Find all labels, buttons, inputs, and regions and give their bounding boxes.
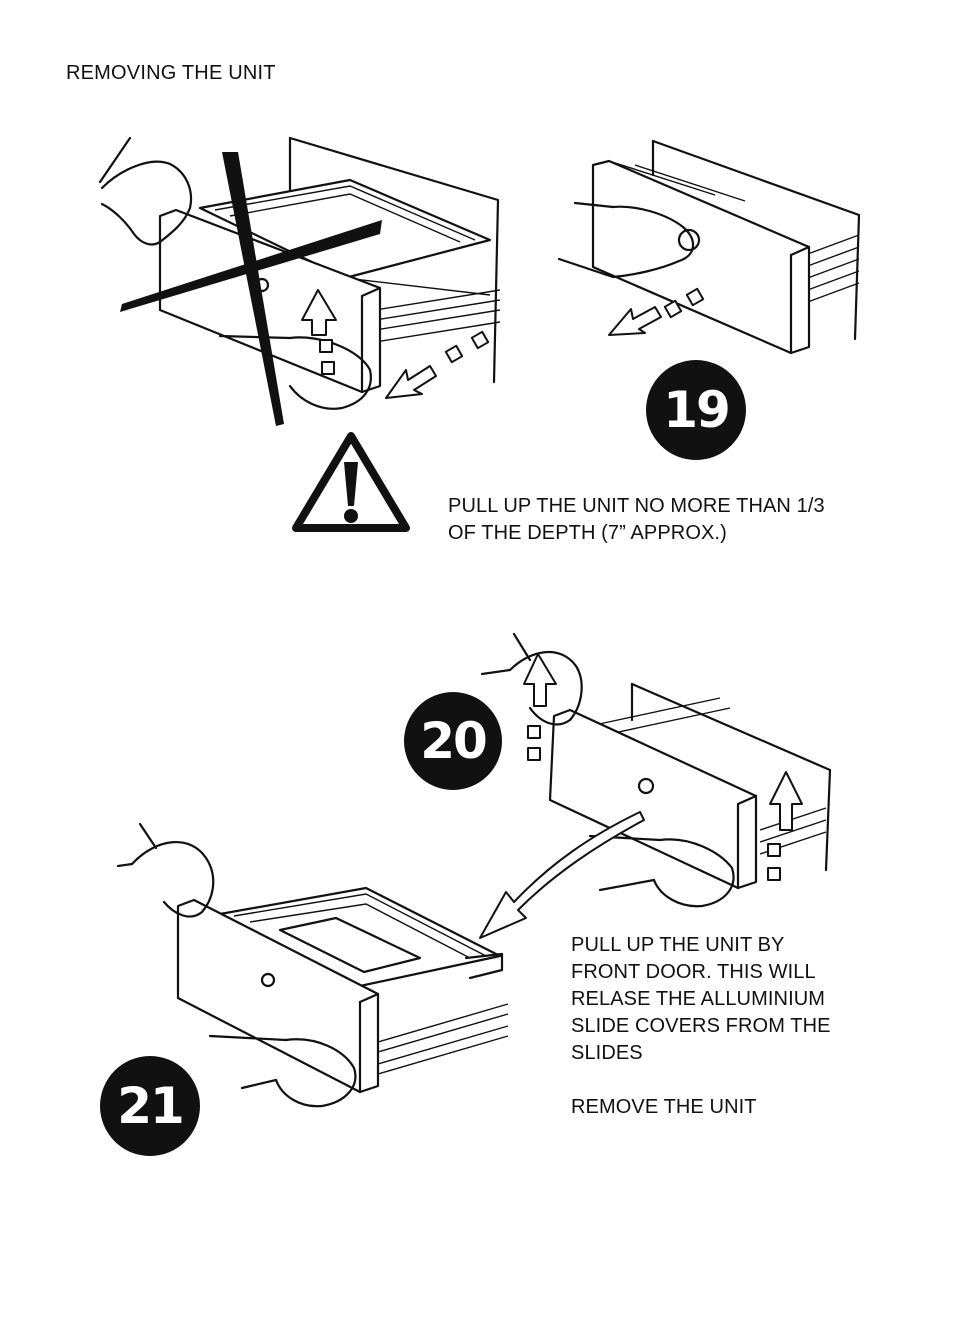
illustration-step-21	[116, 822, 509, 1108]
cross-out-icon	[222, 152, 284, 426]
step-19-caption: PULL UP THE UNIT NO MORE THAN 1/3 OF THE…	[448, 493, 908, 547]
arrow-icon	[479, 811, 645, 939]
warning-triangle-icon	[292, 432, 410, 532]
illustration-step-20	[480, 632, 832, 908]
step-21-caption-line: FRONT DOOR. THIS WILL	[571, 961, 816, 983]
step-21-caption-line: PULL UP THE UNIT BY	[571, 934, 785, 956]
caption-spacer	[571, 1067, 901, 1094]
step-number-20: 20	[404, 692, 502, 790]
page-title: REMOVING THE UNIT	[66, 62, 276, 84]
illustration-wrong-method	[98, 136, 501, 426]
step-21-caption: PULL UP THE UNIT BY FRONT DOOR. THIS WIL…	[571, 932, 901, 1121]
step-number-21: 21	[100, 1056, 200, 1156]
step-19-caption-line: PULL UP THE UNIT NO MORE THAN 1/3	[448, 495, 825, 517]
step-21-caption-line: RELASE THE ALLUMINIUM	[571, 988, 826, 1010]
step-21-caption-line: REMOVE THE UNIT	[571, 1096, 757, 1118]
step-21-caption-line: SLIDES	[571, 1042, 643, 1064]
step-21-caption-line: SLIDE COVERS FROM THE	[571, 1015, 831, 1037]
step-19-caption-line: OF THE DEPTH (7” APPROX.)	[448, 522, 727, 544]
step-number-19: 19	[646, 360, 746, 460]
illustration-step-19	[557, 139, 861, 355]
